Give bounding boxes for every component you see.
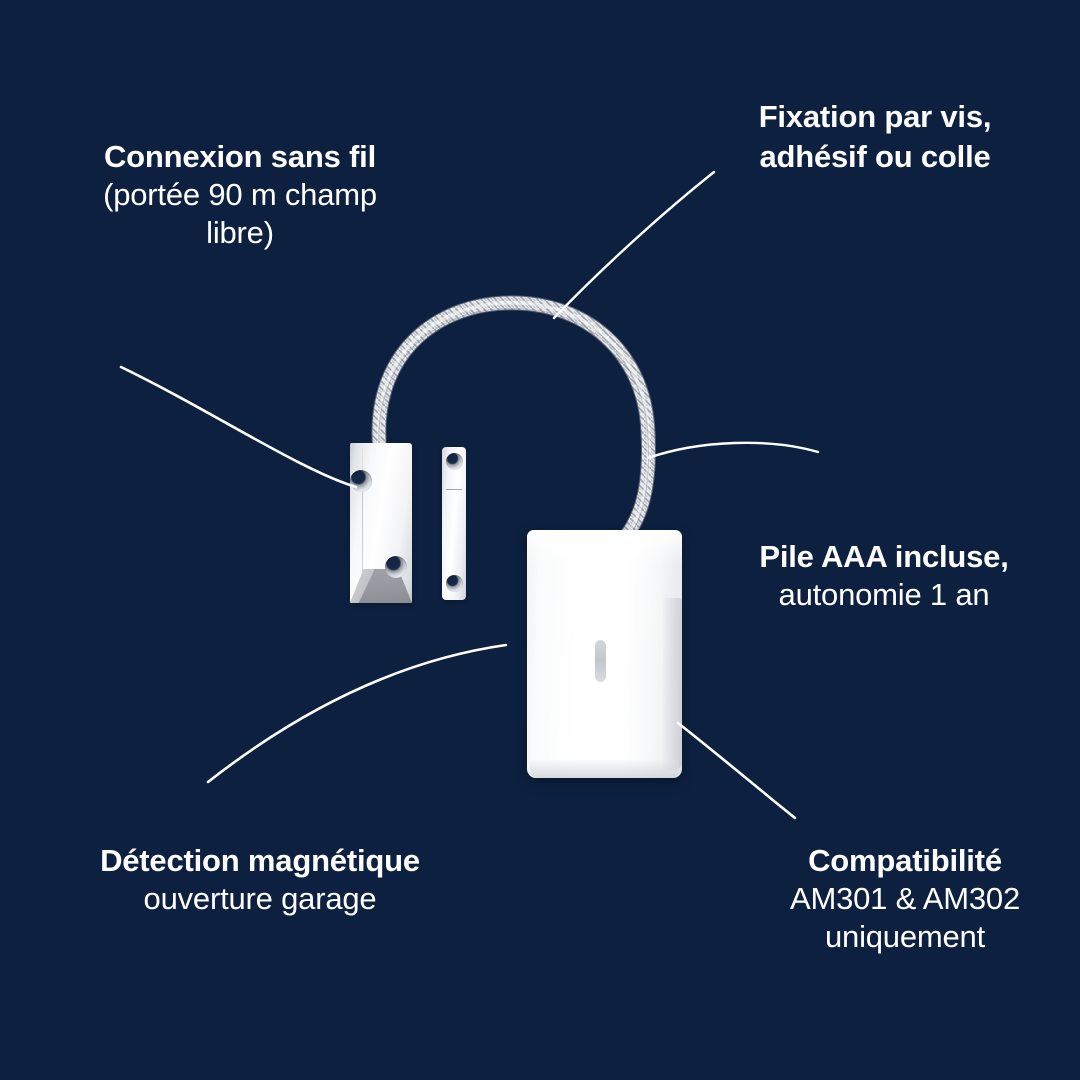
callout-battery: Pile AAA incluse, autonomie 1 an	[710, 538, 1058, 614]
callout-wireless-sub-1: (portée 90 m champ	[103, 176, 377, 212]
sensor-screw-hole-top	[350, 470, 372, 492]
callout-battery-heading: Pile AAA incluse,	[759, 539, 1009, 574]
callout-compatibility-sub-2: uniquement	[824, 918, 985, 954]
callout-wireless-sub-2: libre)	[206, 214, 274, 250]
callout-mounting-heading-1: Fixation par vis,	[758, 99, 992, 134]
magnet-bar	[442, 447, 466, 600]
callout-battery-sub-1: autonomie 1 an	[778, 576, 990, 612]
callout-wireless-heading: Connexion sans fil	[104, 139, 376, 174]
sensor-screw-hole-bottom	[385, 556, 407, 578]
transmitter-led-indicator	[595, 640, 606, 682]
callout-compatibility-heading: Compatibilité	[808, 843, 1002, 878]
callout-mounting: Fixation par vis, adhésif ou colle	[700, 98, 1050, 176]
callout-mounting-heading-2: adhésif ou colle	[759, 138, 991, 174]
transmitter-top-sheen	[527, 530, 682, 566]
transmitter-right-facet	[663, 598, 682, 770]
transmitter-bottom-lip	[530, 760, 679, 778]
callout-detection: Détection magnétique ouverture garage	[20, 842, 500, 918]
callout-wireless: Connexion sans fil (portée 90 m champ li…	[30, 138, 450, 251]
magnet-screw-hole-bottom	[446, 575, 463, 592]
callout-detection-heading: Détection magnétique	[100, 843, 420, 878]
sensor-bevel-edge	[362, 443, 363, 603]
callout-compatibility-sub-1: AM301 & AM302	[789, 880, 1021, 916]
magnet-screw-hole-top	[446, 453, 463, 470]
callout-detection-sub-1: ouverture garage	[143, 880, 377, 916]
callout-compatibility: Compatibilité AM301 & AM302 uniquement	[740, 842, 1070, 955]
magnet-seam-line	[446, 489, 462, 490]
